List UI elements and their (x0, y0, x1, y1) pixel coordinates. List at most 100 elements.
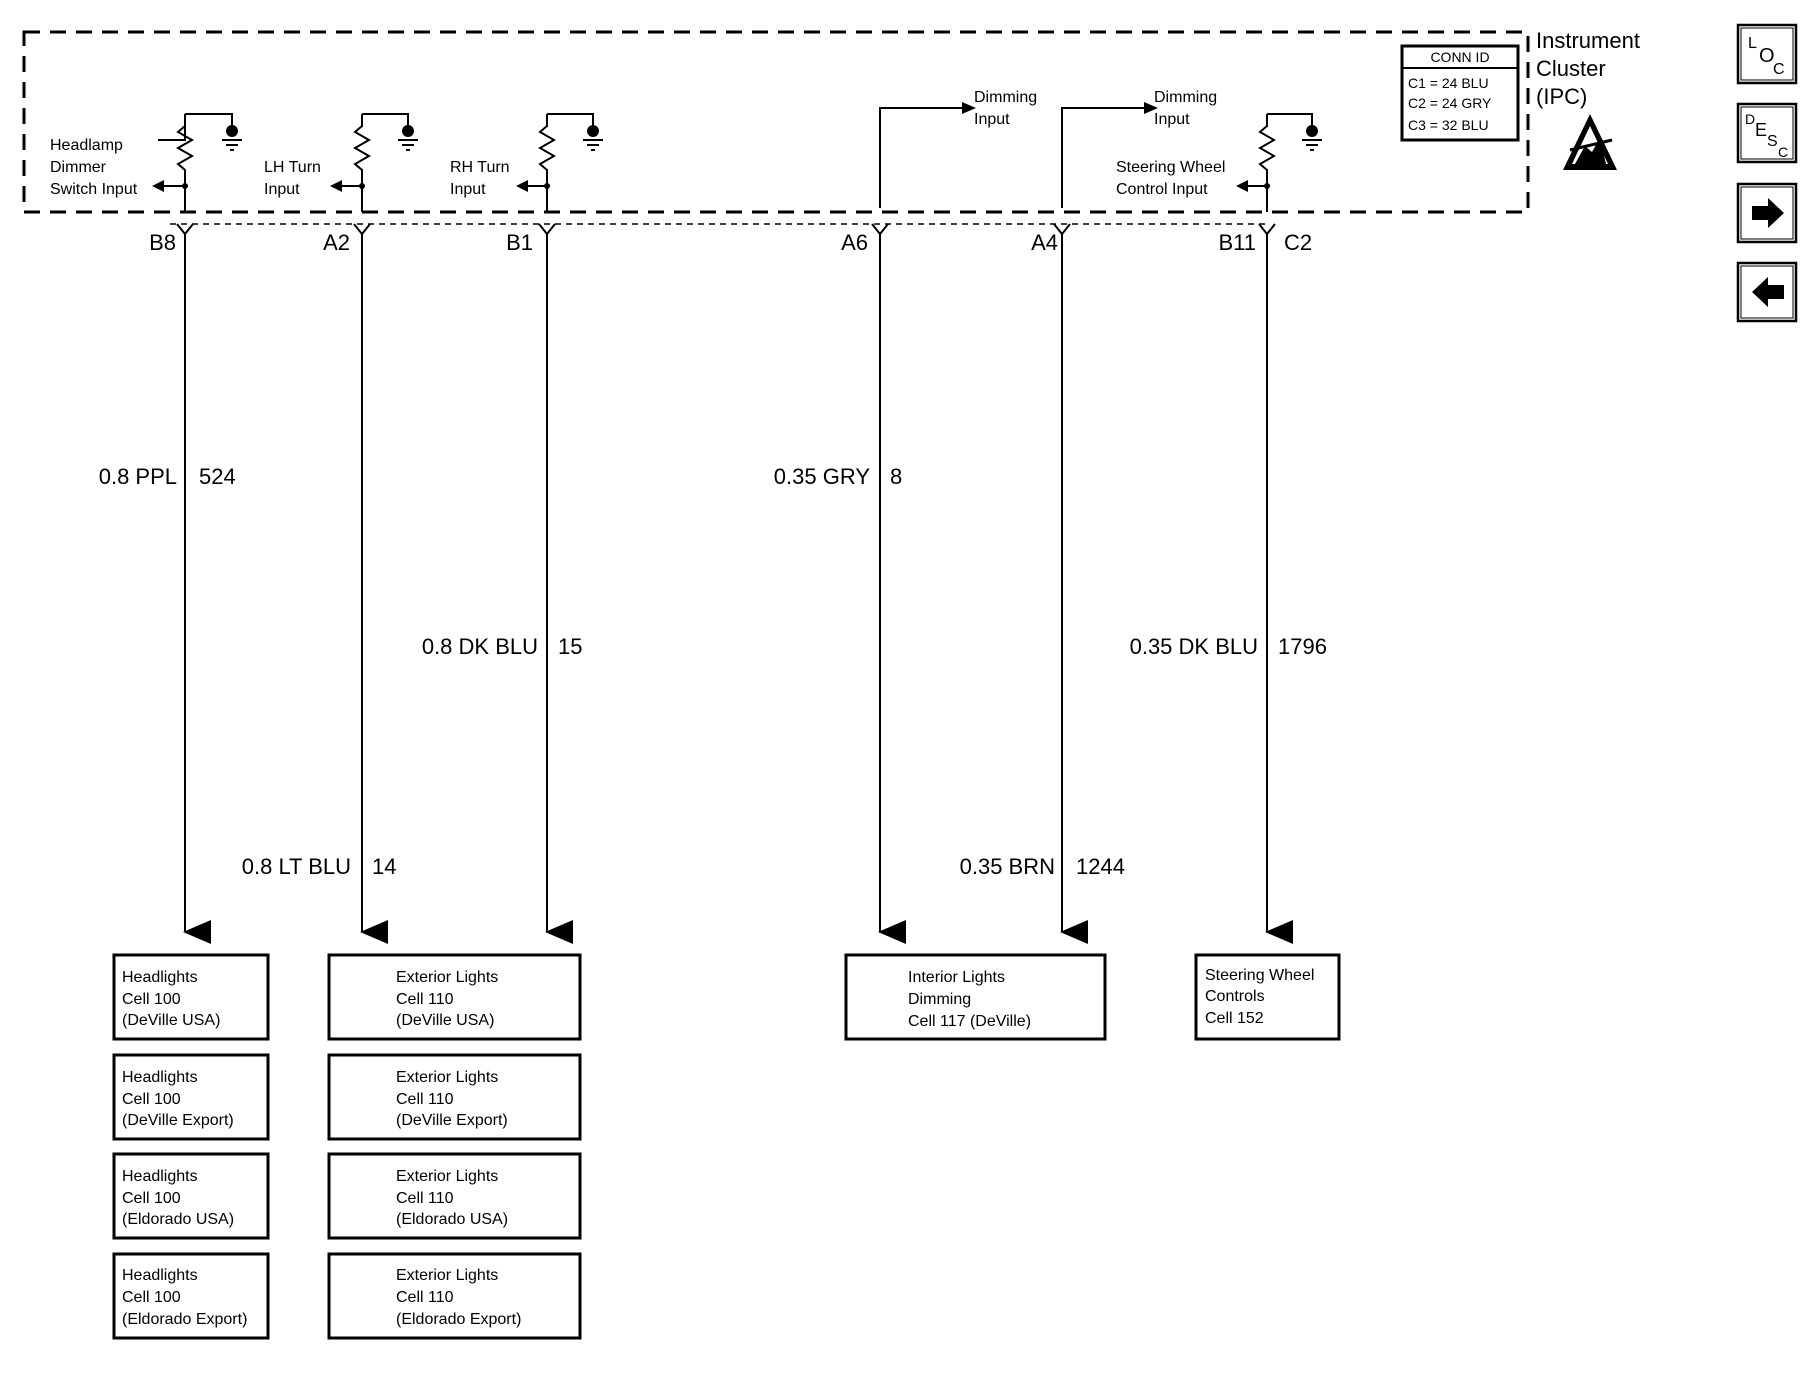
pin-label: A6 (841, 230, 868, 255)
dest-box-line: Cell 110 (396, 991, 454, 1008)
dest-box-line: Headlights (122, 1267, 198, 1284)
dest-box-line: Cell 110 (396, 1190, 454, 1207)
dest-box-line: (Eldorado USA) (396, 1211, 508, 1228)
dest-box-line: Cell 100 (122, 1190, 181, 1207)
input-label-line-3: Switch Input (50, 181, 138, 198)
dest-box[interactable]: Headlights Cell 100 (Eldorado USA) (112, 1152, 270, 1240)
next-button[interactable] (1736, 182, 1798, 244)
desc-button[interactable]: D E S C (1736, 102, 1798, 164)
loc-button-letter-1: L (1748, 35, 1757, 52)
dest-box[interactable]: Exterior Lights Cell 110 (DeVille Export… (327, 1053, 582, 1141)
dest-box-line: Exterior Lights (396, 969, 498, 986)
ground-icon (547, 113, 603, 151)
wire-color-label: 0.8 LT BLU (242, 854, 351, 879)
dest-box-line: (DeVille Export) (122, 1112, 234, 1129)
dest-box[interactable]: Exterior Lights Cell 110 (DeVille USA) (327, 953, 582, 1041)
dest-box[interactable]: Exterior Lights Cell 110 (Eldorado USA) (327, 1152, 582, 1240)
conn-id-title: CONN ID (1430, 49, 1489, 65)
dest-box-line: Headlights (122, 1069, 198, 1086)
circuit-steering-wheel: Steering Wheel Control Input B11 C2 0.35… (1116, 113, 1327, 944)
dest-box-line: Headlights (122, 969, 198, 986)
ipc-module-boundary (22, 30, 1530, 214)
circuit-rh-turn: RH Turn Input B1 0.8 DK BLU 15 (422, 113, 603, 944)
circuit-number-label: 8 (890, 464, 902, 489)
loc-button[interactable]: L O C (1736, 23, 1798, 85)
input-label-line-2: Input (450, 181, 486, 198)
module-title-line-1: Instrument (1536, 28, 1640, 53)
dest-box[interactable]: Headlights Cell 100 (DeVille USA) (112, 953, 270, 1041)
input-label-line-1: Headlamp (50, 137, 123, 154)
headlights-destinations[interactable]: Headlights Cell 100 (DeVille USA) Headli… (112, 953, 270, 1340)
connector-pin-icon (1258, 223, 1276, 236)
input-label-line-1: LH Turn (264, 159, 321, 176)
dest-box-line: Headlights (122, 1168, 198, 1185)
circuit-dimming-a6: Dimming Input A6 0.35 GRY 8 (774, 89, 1037, 944)
dest-box-steering-wheel[interactable]: Steering Wheel Controls Cell 152 (1194, 953, 1341, 1041)
dest-box-line: (DeVille USA) (396, 1012, 494, 1029)
connector-label: C2 (1284, 230, 1312, 255)
wire-color-label: 0.8 DK BLU (422, 634, 538, 659)
dest-box[interactable]: Headlights Cell 100 (Eldorado Export) (112, 1252, 270, 1340)
desc-button-letter-1: D (1745, 111, 1755, 127)
ground-icon (158, 113, 242, 151)
dest-box-line: (Eldorado Export) (122, 1311, 247, 1328)
input-label-line-1: RH Turn (450, 159, 510, 176)
dest-box-interior-lights[interactable]: Interior Lights Dimming Cell 117 (DeVill… (844, 953, 1107, 1041)
dest-box-line: Cell 110 (396, 1289, 454, 1306)
dest-box-line: Exterior Lights (396, 1267, 498, 1284)
module-title-line-3: (IPC) (1536, 84, 1587, 109)
dest-box-line: Exterior Lights (396, 1168, 498, 1185)
dest-box[interactable]: Exterior Lights Cell 110 (Eldorado Expor… (327, 1252, 582, 1340)
loc-button-letter-3: C (1773, 61, 1785, 78)
pin-label: A4 (1031, 230, 1058, 255)
loc-button-letter-2: O (1759, 45, 1775, 67)
connector-pin-icon (176, 223, 194, 236)
circuit-number-label: 1244 (1076, 854, 1125, 879)
input-label-line-1: Dimming (974, 89, 1037, 106)
input-label-line-1: Dimming (1154, 89, 1217, 106)
resistor-icon (352, 114, 372, 186)
wire-color-label: 0.8 PPL (99, 464, 177, 489)
arrow-left-icon (330, 180, 342, 192)
dest-box-line: Cell 100 (122, 991, 181, 1008)
prev-button[interactable] (1736, 261, 1798, 323)
circuit-headlamp-dimmer: Headlamp Dimmer Switch Input B8 0.8 PPL … (50, 113, 242, 944)
dest-box-line: Dimming (908, 991, 971, 1008)
circuit-number-label: 1796 (1278, 634, 1327, 659)
dest-box-line: Cell 110 (396, 1091, 454, 1108)
resistor-icon (1257, 114, 1277, 186)
ground-icon (362, 113, 418, 151)
arrow-left-icon (152, 180, 164, 192)
esd-warning-icon (1563, 114, 1617, 170)
resistor-icon (175, 114, 195, 186)
connector-pin-icon (538, 223, 556, 236)
dest-box-line: Exterior Lights (396, 1069, 498, 1086)
dest-box-line: Cell 152 (1205, 1010, 1264, 1027)
conn-id-line-2: C2 = 24 GRY (1408, 95, 1492, 111)
dest-box-line: Cell 117 (DeVille) (908, 1013, 1031, 1030)
pin-label: B11 (1218, 230, 1256, 255)
circuit-number-label: 15 (558, 634, 582, 659)
dest-box-line: (Eldorado USA) (122, 1211, 234, 1228)
input-label-line-2: Input (1154, 111, 1190, 128)
wire-color-label: 0.35 GRY (774, 464, 871, 489)
dest-box-line: Interior Lights (908, 969, 1005, 986)
conn-id-line-1: C1 = 24 BLU (1408, 75, 1489, 91)
resistor-icon (537, 114, 557, 186)
input-label-line-2: Input (264, 181, 300, 198)
circuit-number-label: 14 (372, 854, 396, 879)
conn-id-line-3: C3 = 32 BLU (1408, 117, 1489, 133)
input-label-line-2: Input (974, 111, 1010, 128)
ground-icon (1267, 113, 1322, 151)
dest-box-line: Controls (1205, 988, 1265, 1005)
pin-label: B8 (149, 230, 176, 255)
desc-button-letter-3: S (1767, 133, 1778, 150)
exterior-lights-destinations[interactable]: Exterior Lights Cell 110 (DeVille USA) E… (327, 953, 582, 1340)
dest-box-line: (DeVille Export) (396, 1112, 508, 1129)
dest-box[interactable]: Headlights Cell 100 (DeVille Export) (112, 1053, 270, 1141)
pin-label: A2 (323, 230, 350, 255)
circuit-number-label: 524 (199, 464, 236, 489)
wire-color-label: 0.35 DK BLU (1130, 634, 1258, 659)
input-label-line-1: Steering Wheel (1116, 159, 1225, 176)
